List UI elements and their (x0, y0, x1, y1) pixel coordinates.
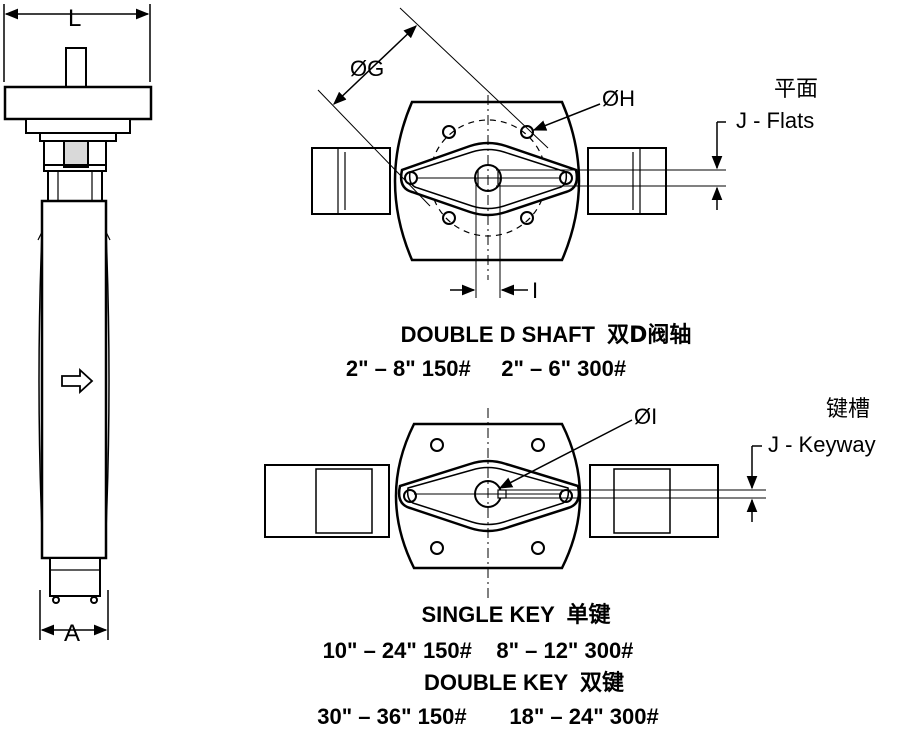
dim-I-label: I (532, 278, 538, 303)
double-key-sizes: 30" – 36" 150# 18" – 24" 300# (317, 704, 658, 729)
dim-A-label: A (64, 620, 80, 647)
flats-cn-label: 平面 (774, 77, 818, 102)
double-d-sizes: 2" – 8" 150# 2" – 6" 300# (346, 356, 626, 381)
dim-L-label: L (68, 5, 81, 32)
side-view (3, 4, 153, 640)
double-d-title-cn: 双D阀轴 (607, 322, 691, 348)
single-key-title-cn: 单键 (566, 602, 610, 628)
flats-label: J - Flats (736, 108, 814, 133)
keyway-label: J - Keyway (768, 432, 876, 457)
double-d-shaft-view (311, 7, 726, 298)
dim-G-label: ØG (350, 56, 384, 81)
keyway-view (264, 408, 766, 598)
flow-arrow-icon (61, 367, 94, 395)
keyway-cn-label: 键槽 (826, 397, 870, 422)
double-key-caption: DOUBLE KEY 双键 (424, 670, 624, 696)
dim-I-diameter-label: ØI (634, 404, 657, 429)
single-key-caption: SINGLE KEY 单键 (422, 602, 611, 628)
double-d-caption: DOUBLE D SHAFT 双D阀轴 (401, 322, 692, 348)
single-key-title: SINGLE KEY (422, 602, 556, 627)
double-key-title-cn: 双键 (580, 670, 624, 696)
double-d-title: DOUBLE D SHAFT (401, 322, 596, 347)
single-key-sizes: 10" – 24" 150# 8" – 12" 300# (323, 638, 634, 663)
dim-H-label: ØH (602, 86, 635, 111)
double-key-title: DOUBLE KEY (424, 670, 569, 695)
